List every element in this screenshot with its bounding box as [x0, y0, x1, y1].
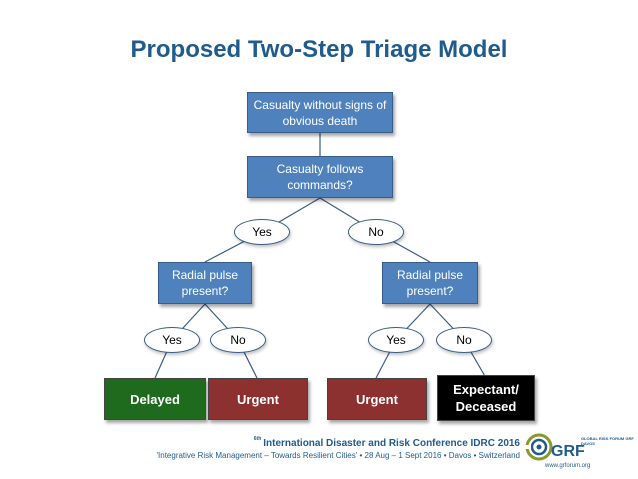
- outcome-expectant-deceased: Expectant/ Deceased: [437, 375, 535, 421]
- grf-logo-icon: [525, 433, 553, 461]
- outcome-urgent-right: Urgent: [327, 378, 427, 420]
- node-casualty-no-death: Casualty without signs of obvious death: [247, 92, 393, 133]
- branch-yes-right: Yes: [368, 327, 424, 353]
- branch-no-top: No: [348, 219, 404, 245]
- logo-name: GRF: [551, 443, 585, 460]
- node-radial-pulse-right: Radial pulse present?: [382, 262, 478, 304]
- branch-yes-top: Yes: [234, 219, 290, 245]
- outcome-urgent-left: Urgent: [208, 378, 308, 420]
- branch-no-right: No: [436, 327, 492, 353]
- footer-ordinal: 6th: [253, 436, 262, 442]
- page-title: Proposed Two-Step Triage Model: [130, 36, 508, 63]
- node-radial-pulse-left: Radial pulse present?: [158, 262, 252, 304]
- logo-caption: GLOBAL RISK FORUM GRF DAVOS: [581, 436, 634, 446]
- footer-tagline: 'Integrative Risk Management – Towards R…: [156, 451, 521, 460]
- node-follows-commands: Casualty follows commands?: [247, 156, 393, 198]
- branch-yes-left: Yes: [144, 327, 200, 353]
- footer-conference-title: International Disaster and Risk Conferen…: [263, 438, 520, 449]
- branch-no-left: No: [210, 327, 266, 353]
- outcome-delayed: Delayed: [104, 378, 206, 420]
- footer-url[interactable]: www.grforum.org: [545, 463, 591, 469]
